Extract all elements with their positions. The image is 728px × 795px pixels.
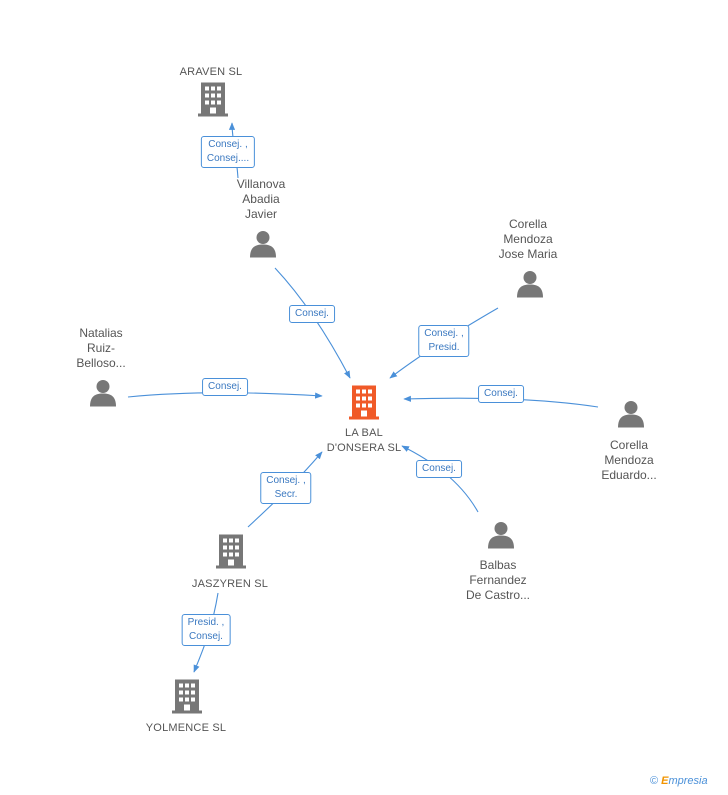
person-icon[interactable] [487,521,515,554]
person-icon[interactable] [516,270,544,303]
node-label-corella-eduardo[interactable]: Corella Mendoza Eduardo... [601,438,657,482]
node-label-villanova[interactable]: Villanova Abadia Javier [236,177,286,221]
brand-name: mpresia [668,775,708,787]
person-icon[interactable] [89,379,117,412]
edge-label-e8[interactable]: Presid. , Consej. [181,614,231,646]
edge-label-e5[interactable]: Consej. [478,385,524,403]
node-label-balbas[interactable]: Balbas Fernandez De Castro... [465,558,531,602]
edge-label-e2[interactable]: Consej. [289,305,335,323]
node-label-natalias[interactable]: Natalias Ruiz- Belloso... [76,326,126,370]
edge-label-e6[interactable]: Consej. [416,460,462,478]
building-icon[interactable] [172,678,202,719]
center-node-label[interactable]: LA BAL D'ONSERA SL [326,427,402,454]
building-icon[interactable] [349,384,379,425]
edge-label-e3[interactable]: Consej. , Presid. [418,325,470,357]
edge-label-e4[interactable]: Consej. [202,378,248,396]
edge-label-e1[interactable]: Consej. , Consej.... [200,136,256,168]
node-label-araven[interactable]: ARAVEN SL [179,66,243,78]
brand-initial: E [661,775,669,787]
edge-label-e7[interactable]: Consej. , Secr. [260,472,312,504]
node-label-jaszyren[interactable]: JASZYREN SL [191,578,269,590]
person-icon[interactable] [249,230,277,263]
edge-e6 [401,445,479,513]
brand-logo[interactable]: ©Empresia [650,775,708,787]
node-label-yolmence[interactable]: YOLMENCE SL [145,722,227,734]
building-icon[interactable] [198,81,228,122]
node-label-corella-jose[interactable]: Corella Mendoza Jose Maria [498,217,558,261]
person-icon[interactable] [617,400,645,433]
building-icon[interactable] [216,533,246,574]
edge-e2 [274,267,351,379]
copyright-icon: © [650,775,659,787]
